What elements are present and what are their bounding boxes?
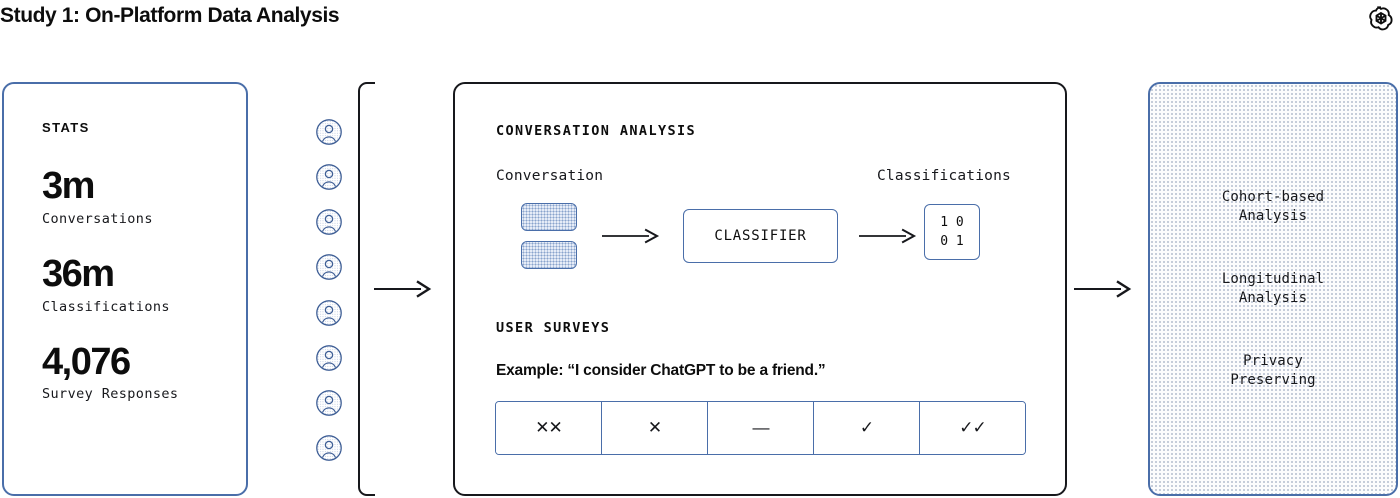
page-header: Study 1: On-Platform Data Analysis — [0, 0, 1400, 78]
person-avatar-icon — [316, 164, 342, 190]
center-analysis-panel: CONVERSATION ANALYSIS Conversation Class… — [453, 82, 1067, 496]
likert-option-strongly-agree[interactable]: ✓✓ — [920, 402, 1025, 454]
outcomes-panel: Cohort-based Analysis Longitudinal Analy… — [1148, 82, 1398, 496]
outcome-privacy-preserving: Privacy Preserving — [1230, 352, 1316, 388]
stat-label: Conversations — [42, 210, 153, 227]
matrix-row: 0 1 — [940, 234, 964, 249]
person-avatar-icon — [316, 119, 342, 145]
likert-option-strongly-disagree[interactable]: ✕✕ — [496, 402, 602, 454]
outcome-cohort-based-analysis: Cohort-based Analysis — [1221, 189, 1325, 225]
survey-example-text: Example: “I consider ChatGPT to be a fri… — [496, 362, 826, 379]
person-avatar-icon — [316, 389, 342, 416]
openai-logo-icon — [1366, 4, 1396, 34]
grouping-bracket-icon — [358, 82, 375, 496]
classifier-box: CLASSIFIER — [683, 209, 838, 263]
likert-option-agree[interactable]: ✓ — [814, 402, 920, 454]
conversation-analysis-heading: CONVERSATION ANALYSIS — [496, 123, 697, 139]
conversation-bubble — [521, 203, 577, 231]
conversation-label: Conversation — [496, 168, 604, 184]
person-avatar-icon — [316, 209, 342, 236]
stats-heading: STATS — [42, 120, 90, 135]
arrow-right-icon — [1074, 280, 1132, 298]
stat-value: 4,076 — [42, 340, 131, 383]
likert-scale[interactable]: ✕✕ ✕ — ✓ ✓✓ — [495, 401, 1026, 455]
likert-option-neutral[interactable]: — — [708, 402, 814, 454]
person-avatar-icon — [316, 435, 342, 461]
classifications-label: Classifications — [877, 168, 1011, 184]
people-column — [310, 118, 348, 462]
conversation-bubbles — [521, 203, 577, 269]
stat-label: Survey Responses — [42, 386, 179, 403]
stat-value: 36m — [42, 252, 115, 295]
arrow-right-icon — [602, 228, 660, 244]
person-avatar-icon — [316, 344, 342, 371]
stat-conversations: 3m Conversations — [42, 167, 246, 227]
stat-classifications: 36m Classifications — [42, 252, 246, 315]
page-title: Study 1: On-Platform Data Analysis — [0, 4, 340, 27]
outcome-longitudinal-analysis: Longitudinal Analysis — [1221, 271, 1325, 306]
classification-matrix-box: 1 0 0 1 — [924, 204, 980, 260]
arrow-right-icon — [374, 280, 432, 298]
stat-label: Classifications — [42, 298, 170, 315]
stats-card: STATS 3m Conversations 36m Classificatio… — [2, 82, 248, 496]
person-avatar-icon — [316, 254, 342, 281]
arrow-right-icon — [859, 228, 917, 244]
stat-survey-responses: 4,076 Survey Responses — [42, 340, 246, 403]
likert-option-disagree[interactable]: ✕ — [602, 402, 708, 454]
user-surveys-heading: USER SURVEYS — [496, 320, 611, 336]
conversation-bubble — [521, 241, 577, 269]
person-avatar-icon — [316, 299, 342, 326]
stat-value: 3m — [42, 165, 95, 207]
matrix-row: 1 0 — [940, 214, 964, 230]
